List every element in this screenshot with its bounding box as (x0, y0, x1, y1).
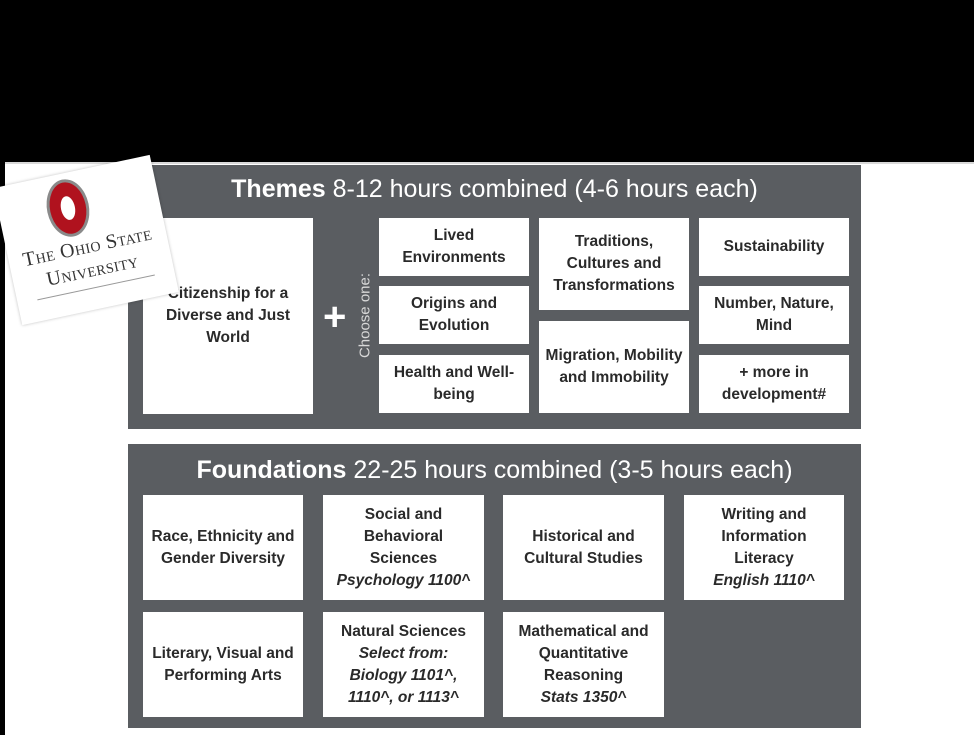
theme-option: Migration, Mobility and Immobility (539, 321, 689, 413)
theme-option-label: Sustainability (723, 238, 825, 255)
theme-option-label: Number, Nature, Mind (714, 295, 834, 334)
theme-citizenship-label: Citizenship for a Diverse and Just World (165, 285, 291, 346)
themes-title-rest: 8-12 hours combined (4-6 hours each) (332, 175, 758, 203)
foundation-course-note: Select from: Biology 1101^, 1110^, or 11… (348, 644, 459, 706)
foundations-title-bold: Foundations (196, 456, 347, 484)
foundation-title: Social and Behavioral Sciences (363, 505, 444, 567)
foundation-title: Writing and Information Literacy (721, 505, 807, 567)
foundation-box: Writing and Information Literacy English… (684, 495, 844, 600)
theme-option-label: Lived Environments (402, 227, 506, 266)
foundation-box: Social and Behavioral Sciences Psycholog… (323, 495, 484, 600)
foundation-course-note: English 1110^ (713, 571, 815, 589)
foundation-box: Natural Sciences Select from: Biology 11… (323, 612, 484, 717)
left-frame-border (0, 162, 5, 735)
theme-option: Origins and Evolution (379, 286, 529, 344)
foundation-title: Literary, Visual and Performing Arts (152, 644, 294, 684)
foundation-title: Historical and Cultural Studies (524, 527, 643, 567)
theme-option-label: Origins and Evolution (410, 295, 498, 334)
foundation-title: Race, Ethnicity and Gender Diversity (151, 527, 295, 567)
theme-option-label: + more in development# (721, 364, 827, 403)
block-o-icon (41, 175, 95, 241)
theme-option: Health and Well-being (379, 355, 529, 413)
black-header-bar (0, 0, 974, 162)
theme-option: Sustainability (699, 218, 849, 276)
theme-option-label: Health and Well-being (393, 364, 515, 403)
theme-option: Traditions, Cultures and Transformations (539, 218, 689, 310)
theme-option: + more in development# (699, 355, 849, 413)
divider-line (5, 162, 974, 164)
theme-option-label: Migration, Mobility and Immobility (545, 347, 683, 386)
foundation-box: Race, Ethnicity and Gender Diversity (143, 495, 303, 600)
foundation-course-note: Stats 1350^ (540, 688, 627, 706)
theme-option-label: Traditions, Cultures and Transformations (553, 233, 675, 294)
foundation-box: Historical and Cultural Studies (503, 495, 664, 600)
theme-option: Lived Environments (379, 218, 529, 276)
foundation-title: Natural Sciences (341, 622, 466, 640)
themes-title-bold: Themes (231, 175, 326, 203)
foundation-box: Mathematical and Quantitative Reasoning … (503, 612, 664, 717)
choose-one-label: Choose one: (356, 272, 374, 359)
foundations-title-rest: 22-25 hours combined (3-5 hours each) (353, 456, 793, 484)
foundation-title: Mathematical and Quantitative Reasoning (518, 622, 649, 684)
foundation-course-note: Psychology 1100^ (336, 571, 471, 589)
foundation-box: Literary, Visual and Performing Arts (143, 612, 303, 717)
theme-citizenship-box: Citizenship for a Diverse and Just World (143, 218, 313, 414)
theme-option: Number, Nature, Mind (699, 286, 849, 344)
themes-title: Themes 8-12 hours combined (4-6 hours ea… (128, 175, 861, 204)
foundations-title: Foundations 22-25 hours combined (3-5 ho… (128, 456, 861, 485)
plus-sign: + (323, 295, 347, 339)
